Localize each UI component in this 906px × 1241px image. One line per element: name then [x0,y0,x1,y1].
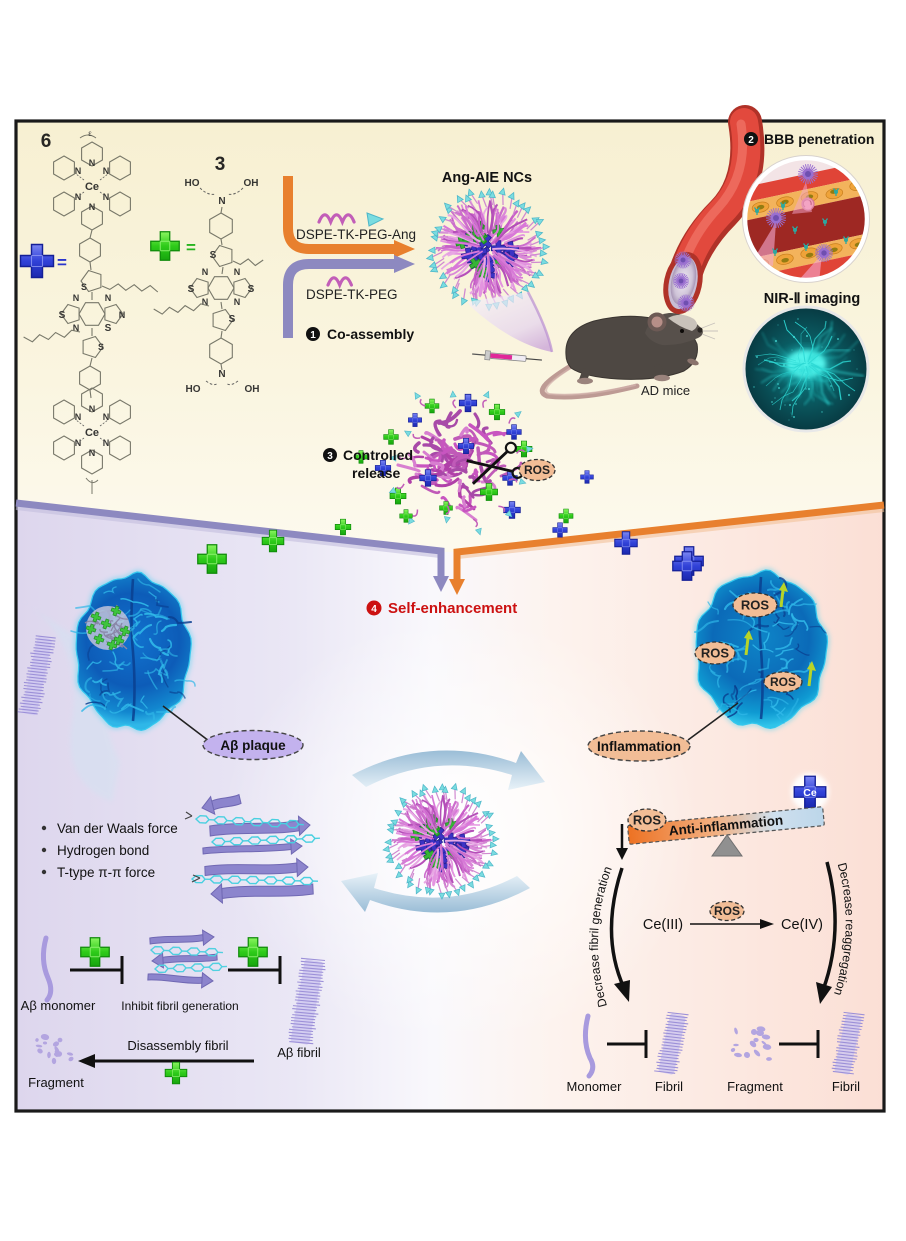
svg-text:4: 4 [371,604,377,615]
svg-text:ROS: ROS [770,675,796,689]
svg-text:HO: HO [185,178,200,189]
svg-text:Fibril: Fibril [832,1079,860,1094]
svg-text:ROS: ROS [741,598,770,613]
svg-text:Controlled: Controlled [343,447,413,463]
svg-text:3: 3 [327,451,333,462]
svg-text:Ce: Ce [85,181,99,193]
svg-text:ROS: ROS [633,813,662,828]
svg-text:Aβ monomer: Aβ monomer [21,998,96,1013]
svg-text:Ce: Ce [85,427,99,439]
svg-text:Ang-AIE NCs: Ang-AIE NCs [442,170,532,186]
svg-text:ROS: ROS [524,463,550,477]
svg-text:Hydrogen bond: Hydrogen bond [57,843,149,858]
svg-text:S: S [59,310,66,321]
svg-text:N: N [75,412,82,422]
svg-text:S: S [229,314,236,325]
svg-text:ROS: ROS [714,904,740,918]
svg-text:N: N [105,293,112,303]
svg-text:DSPE-TK-PEG-Ang: DSPE-TK-PEG-Ang [296,227,416,242]
svg-text:Fragment: Fragment [727,1079,783,1094]
svg-text:AD mice: AD mice [641,383,690,398]
svg-text:N: N [73,293,80,303]
svg-text:N: N [218,196,225,207]
svg-text:3: 3 [215,154,226,175]
svg-text:=: = [186,238,196,257]
svg-text:S: S [98,342,104,352]
svg-text:NIR-Ⅱ imaging: NIR-Ⅱ imaging [764,291,861,307]
svg-text:N: N [89,158,96,168]
svg-text:N: N [202,267,209,277]
svg-text:2: 2 [748,135,754,146]
svg-text:ROS: ROS [701,646,730,661]
svg-text:Co-assembly: Co-assembly [327,326,414,342]
svg-text:T-type π-π force: T-type π-π force [57,865,155,880]
svg-text:N: N [89,202,96,212]
svg-text:S: S [81,282,87,292]
svg-text:N: N [103,412,110,422]
svg-text:N: N [218,369,225,380]
svg-text:DSPE-TK-PEG: DSPE-TK-PEG [306,287,398,302]
svg-text:HO: HO [186,384,201,395]
svg-text:N: N [234,267,241,277]
svg-text:Inflammation: Inflammation [597,739,681,754]
svg-text:OH: OH [244,178,259,189]
svg-text:Ce(IV): Ce(IV) [781,917,823,933]
svg-text:N: N [119,310,126,320]
svg-text:S: S [188,284,195,295]
svg-text:N: N [89,448,96,458]
svg-text:ε: ε [88,129,92,138]
svg-text:N: N [75,166,82,176]
svg-text:S: S [210,250,217,261]
svg-text:=: = [57,253,67,272]
svg-text:N: N [73,323,80,333]
svg-text:Van der Waals force: Van der Waals force [57,821,178,836]
svg-text:Fragment: Fragment [28,1075,84,1090]
svg-text:S: S [105,323,112,334]
svg-text:Monomer: Monomer [567,1079,623,1094]
svg-text:1: 1 [310,330,316,341]
svg-text:Self-enhancement: Self-enhancement [388,600,517,617]
svg-text:Fibril: Fibril [655,1079,683,1094]
svg-text:N: N [89,404,96,414]
svg-text:Ce: Ce [803,787,817,799]
svg-text:release: release [352,465,400,481]
svg-text:Inhibit fibril generation: Inhibit fibril generation [121,999,238,1013]
svg-text:BBB penetration: BBB penetration [764,131,874,147]
svg-text:Disassembly fibril: Disassembly fibril [127,1038,228,1053]
svg-text:S: S [248,284,255,295]
svg-text:OH: OH [245,384,260,395]
svg-text:N: N [202,297,209,307]
svg-text:6: 6 [41,131,52,152]
svg-text:Ce(III): Ce(III) [643,917,683,933]
svg-text:N: N [234,297,241,307]
svg-text:Aβ plaque: Aβ plaque [220,738,286,753]
svg-text:N: N [103,166,110,176]
svg-text:Aβ fibril: Aβ fibril [277,1045,321,1060]
